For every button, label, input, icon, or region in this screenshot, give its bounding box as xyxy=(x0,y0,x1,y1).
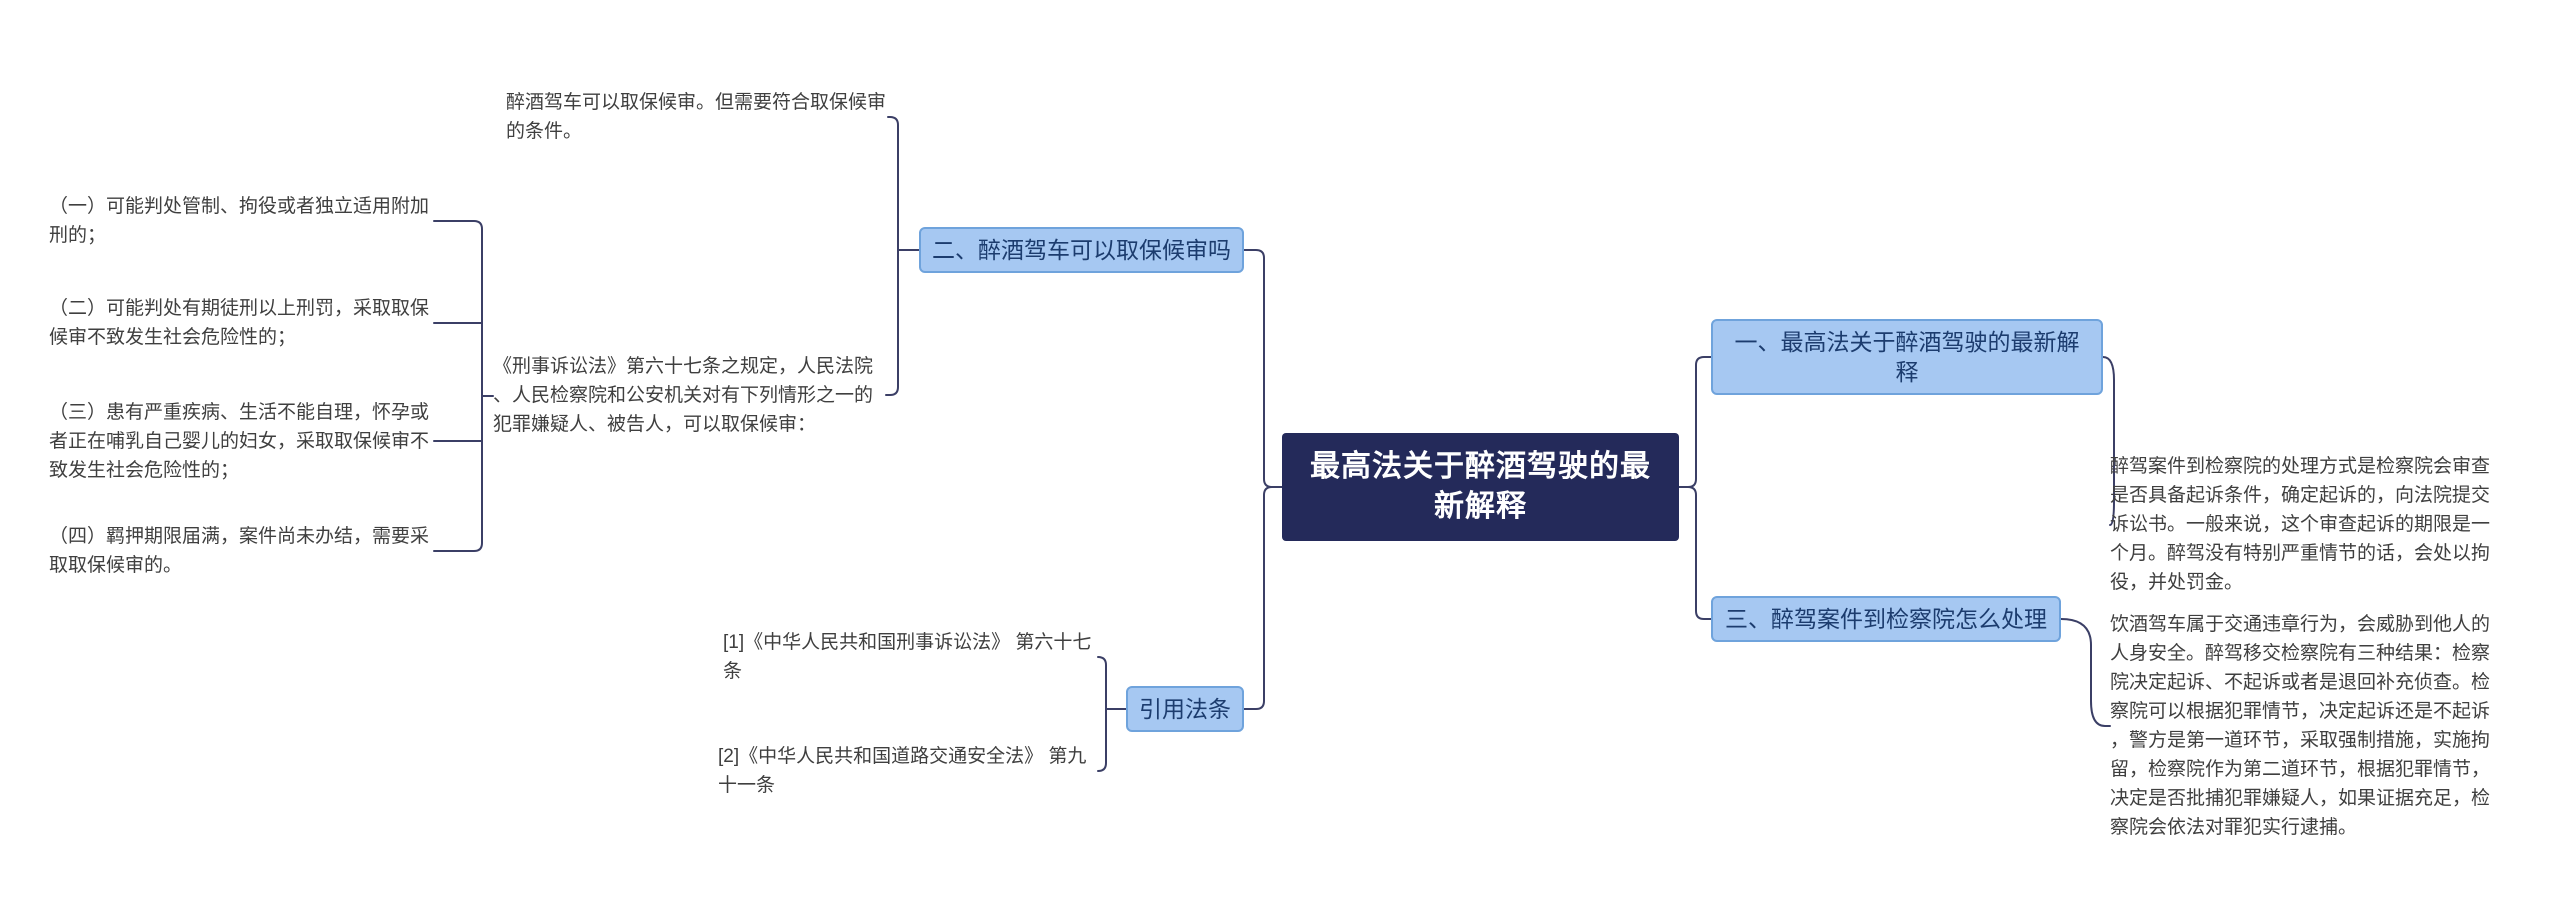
law-condition-item-2[interactable]: （二）可能判处有期徒刑以上刑罚，采取取保候审不致发生社会危险性的； xyxy=(49,298,430,348)
detail-branch-one[interactable]: 醉驾案件到检察院的处理方式是检察院会审查是否具备起诉条件，确定起诉的，向法院提交… xyxy=(2110,456,2491,593)
note-bail-possible[interactable]: 醉酒驾车可以取保候审。但需要符合取保候审的条件。 xyxy=(506,92,887,142)
branch-node-bail-question[interactable]: 二、醉酒驾车可以取保候审吗 xyxy=(919,227,1244,273)
law-condition-item-4[interactable]: （四）羁押期限届满，案件尚未办结，需要采取取保候审的。 xyxy=(49,526,430,576)
law-condition-item-1[interactable]: （一）可能判处管制、拘役或者独立适用附加刑的； xyxy=(49,196,430,246)
citation-item-1[interactable]: [1]《中华人民共和国刑事诉讼法》 第六十七条 xyxy=(723,632,1092,682)
note-law-article-67[interactable]: 《刑事诉讼法》第六十七条之规定，人民法院、人民检察院和公安机关对有下列情形之一的… xyxy=(493,356,874,435)
citation-item-2[interactable]: [2]《中华人民共和国道路交通安全法》 第九十一条 xyxy=(718,746,1087,796)
law-condition-item-3[interactable]: （三）患有严重疾病、生活不能自理，怀孕或者正在哺乳自己婴儿的妇女，采取取保候审不… xyxy=(49,402,430,481)
connector-paths xyxy=(433,116,2115,772)
branch-node-cited-statutes[interactable]: 引用法条 xyxy=(1126,686,1244,732)
branch-node-latest-interpretation[interactable]: 一、最高法关于醉酒驾驶的最新解释 xyxy=(1711,319,2103,395)
detail-branch-three[interactable]: 饮酒驾车属于交通违章行为，会威胁到他人的人身安全。醉驾移交检察院有三种结果：检察… xyxy=(2110,614,2491,838)
center-topic-node[interactable]: 最高法关于醉酒驾驶的最新解释 xyxy=(1282,433,1679,541)
branch-node-procuratorate-handling[interactable]: 三、醉驾案件到检察院怎么处理 xyxy=(1711,596,2061,642)
